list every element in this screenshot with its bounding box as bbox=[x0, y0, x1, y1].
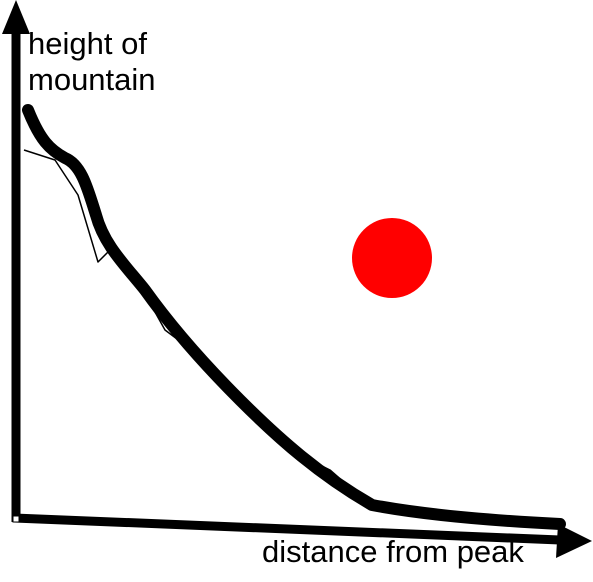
x-axis-line bbox=[13, 513, 561, 545]
y-axis-label-line2: mountain bbox=[28, 61, 156, 97]
y-axis-label-line1: height of bbox=[28, 26, 147, 61]
x-axis-label: distance from peak bbox=[262, 534, 524, 569]
x-axis-arrowhead bbox=[556, 524, 592, 558]
smooth-profile-curve bbox=[22, 104, 566, 530]
rough-profile-line bbox=[23, 149, 561, 525]
y-axis-label: height of mountain bbox=[28, 26, 156, 97]
origin-marker bbox=[12, 515, 20, 523]
red-dot bbox=[352, 218, 432, 298]
y-axis-arrowhead bbox=[2, 0, 30, 34]
